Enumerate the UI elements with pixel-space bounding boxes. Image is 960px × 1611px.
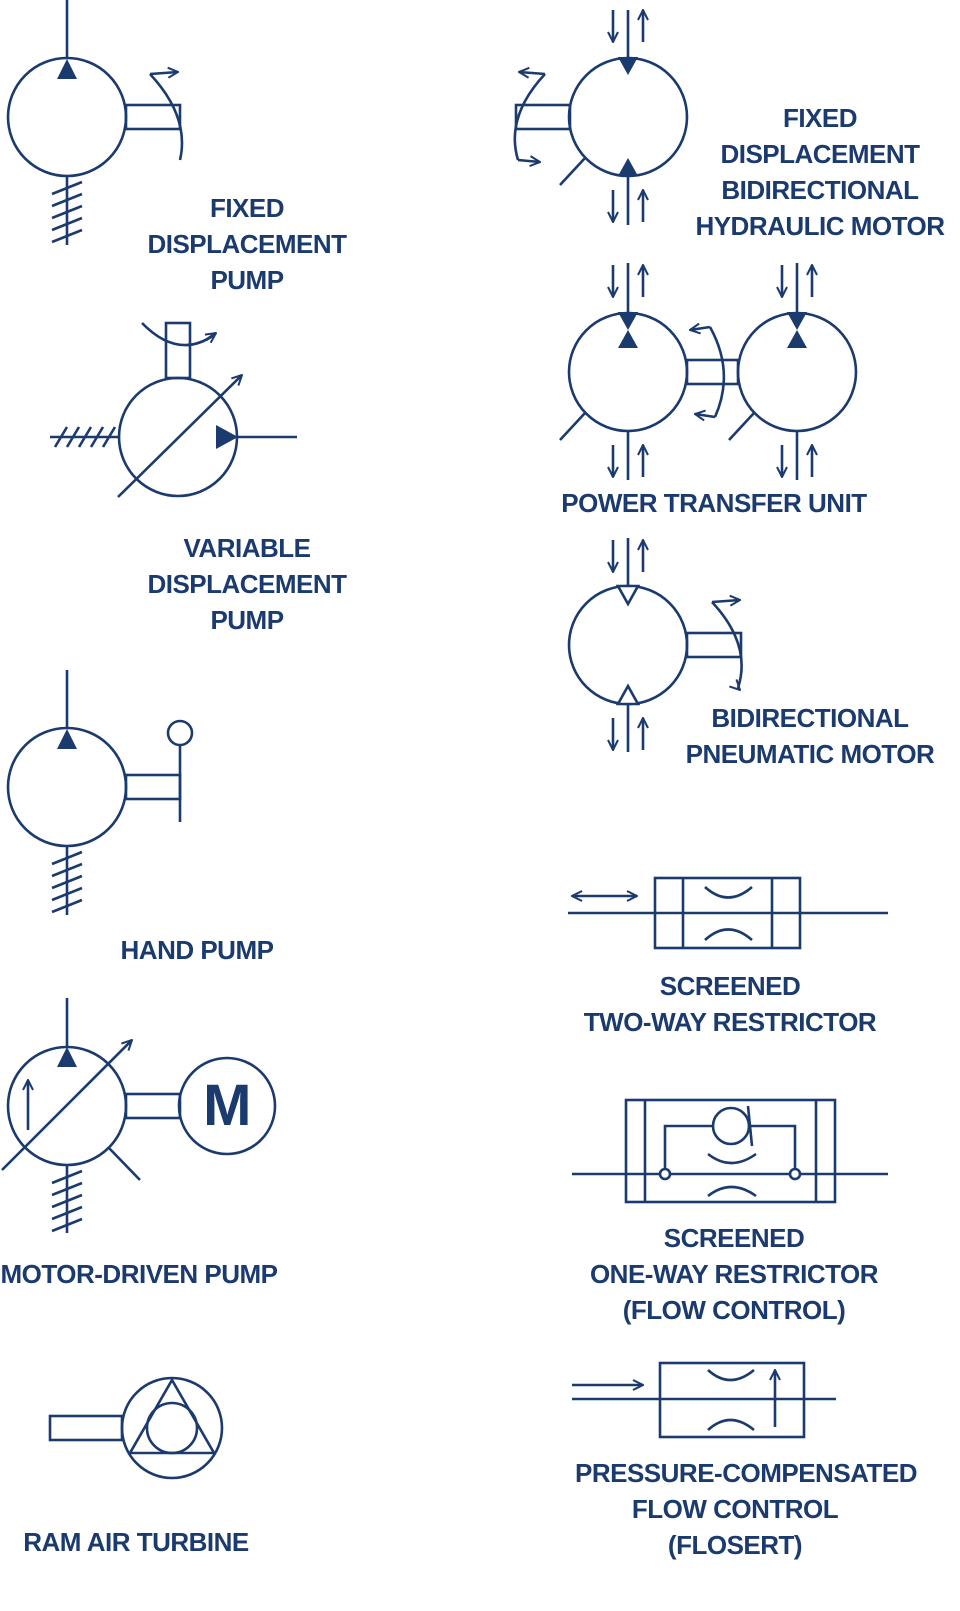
- label-line: PUMP: [210, 605, 284, 635]
- label-line: DISPLACEMENT: [720, 139, 920, 169]
- label-line: FLOW CONTROL: [631, 1494, 839, 1524]
- label-screened-two-way-restrictor: SCREENED TWO-WAY RESTRICTOR: [580, 968, 880, 1040]
- label-line: VARIABLE: [183, 533, 311, 563]
- label-line: HAND PUMP: [120, 935, 274, 965]
- label-line: POWER TRANSFER UNIT: [561, 488, 867, 518]
- label-line: FIXED: [209, 193, 285, 223]
- label-line: PUMP: [210, 265, 284, 295]
- bidirectional-pneumatic-motor-symbol: [567, 538, 743, 752]
- label-line: DISPLACEMENT: [147, 229, 347, 259]
- label-line: SCREENED: [663, 1223, 805, 1253]
- label-line: FIXED: [782, 103, 858, 133]
- label-line: ONE-WAY RESTRICTOR: [589, 1259, 879, 1289]
- variable-displacement-pump-symbol: [50, 321, 297, 498]
- label-fixed-displacement-pump: FIXED DISPLACEMENT PUMP: [137, 190, 357, 298]
- label-motor-driven-pump: MOTOR-DRIVEN PUMP: [0, 1256, 278, 1292]
- label-variable-displacement-pump: VARIABLE DISPLACEMENT PUMP: [137, 530, 357, 638]
- label-line: BIDIRECTIONAL: [711, 703, 909, 733]
- label-bidirectional-pneumatic-motor: BIDIRECTIONAL PNEUMATIC MOTOR: [680, 700, 940, 772]
- label-line: MOTOR-DRIVEN PUMP: [0, 1259, 278, 1289]
- hand-pump-symbol: [6, 670, 194, 915]
- label-power-transfer-unit: POWER TRANSFER UNIT: [554, 485, 874, 521]
- label-line: (FLOW CONTROL): [622, 1295, 846, 1325]
- label-line: DISPLACEMENT: [147, 569, 347, 599]
- label-line: RAM AIR TURBINE: [23, 1527, 249, 1557]
- fixed-displacement-pump-symbol: [6, 0, 184, 245]
- motor-driven-pump-symbol: [1, 998, 277, 1233]
- motor-letter: M: [203, 1073, 251, 1138]
- label-line: PRESSURE-COMPENSATED: [575, 1458, 918, 1488]
- label-ram-air-turbine: RAM AIR TURBINE: [16, 1524, 256, 1560]
- label-line: (FLOSERT): [667, 1530, 803, 1560]
- power-transfer-unit-symbol: [559, 263, 858, 480]
- bidirectional-hydraulic-motor-symbol: [513, 10, 689, 225]
- label-bidirectional-hydraulic-motor: FIXED DISPLACEMENT BIDIRECTIONAL HYDRAUL…: [690, 100, 950, 244]
- label-line: TWO-WAY RESTRICTOR: [583, 1007, 877, 1037]
- label-flosert: PRESSURE-COMPENSATED FLOW CONTROL (FLOSE…: [575, 1455, 918, 1563]
- flosert-symbol: [572, 1361, 836, 1439]
- screened-one-way-restrictor-symbol: [572, 1098, 888, 1204]
- label-line: PNEUMATIC MOTOR: [685, 739, 935, 769]
- label-line: SCREENED: [659, 971, 801, 1001]
- label-hand-pump: HAND PUMP: [97, 932, 297, 968]
- screened-two-way-restrictor-symbol: [568, 876, 888, 950]
- ram-air-turbine-symbol: [48, 1376, 224, 1480]
- label-line: HYDRAULIC MOTOR: [695, 211, 945, 241]
- label-screened-one-way-restrictor: SCREENED ONE-WAY RESTRICTOR (FLOW CONTRO…: [584, 1220, 884, 1328]
- label-line: BIDIRECTIONAL: [721, 175, 919, 205]
